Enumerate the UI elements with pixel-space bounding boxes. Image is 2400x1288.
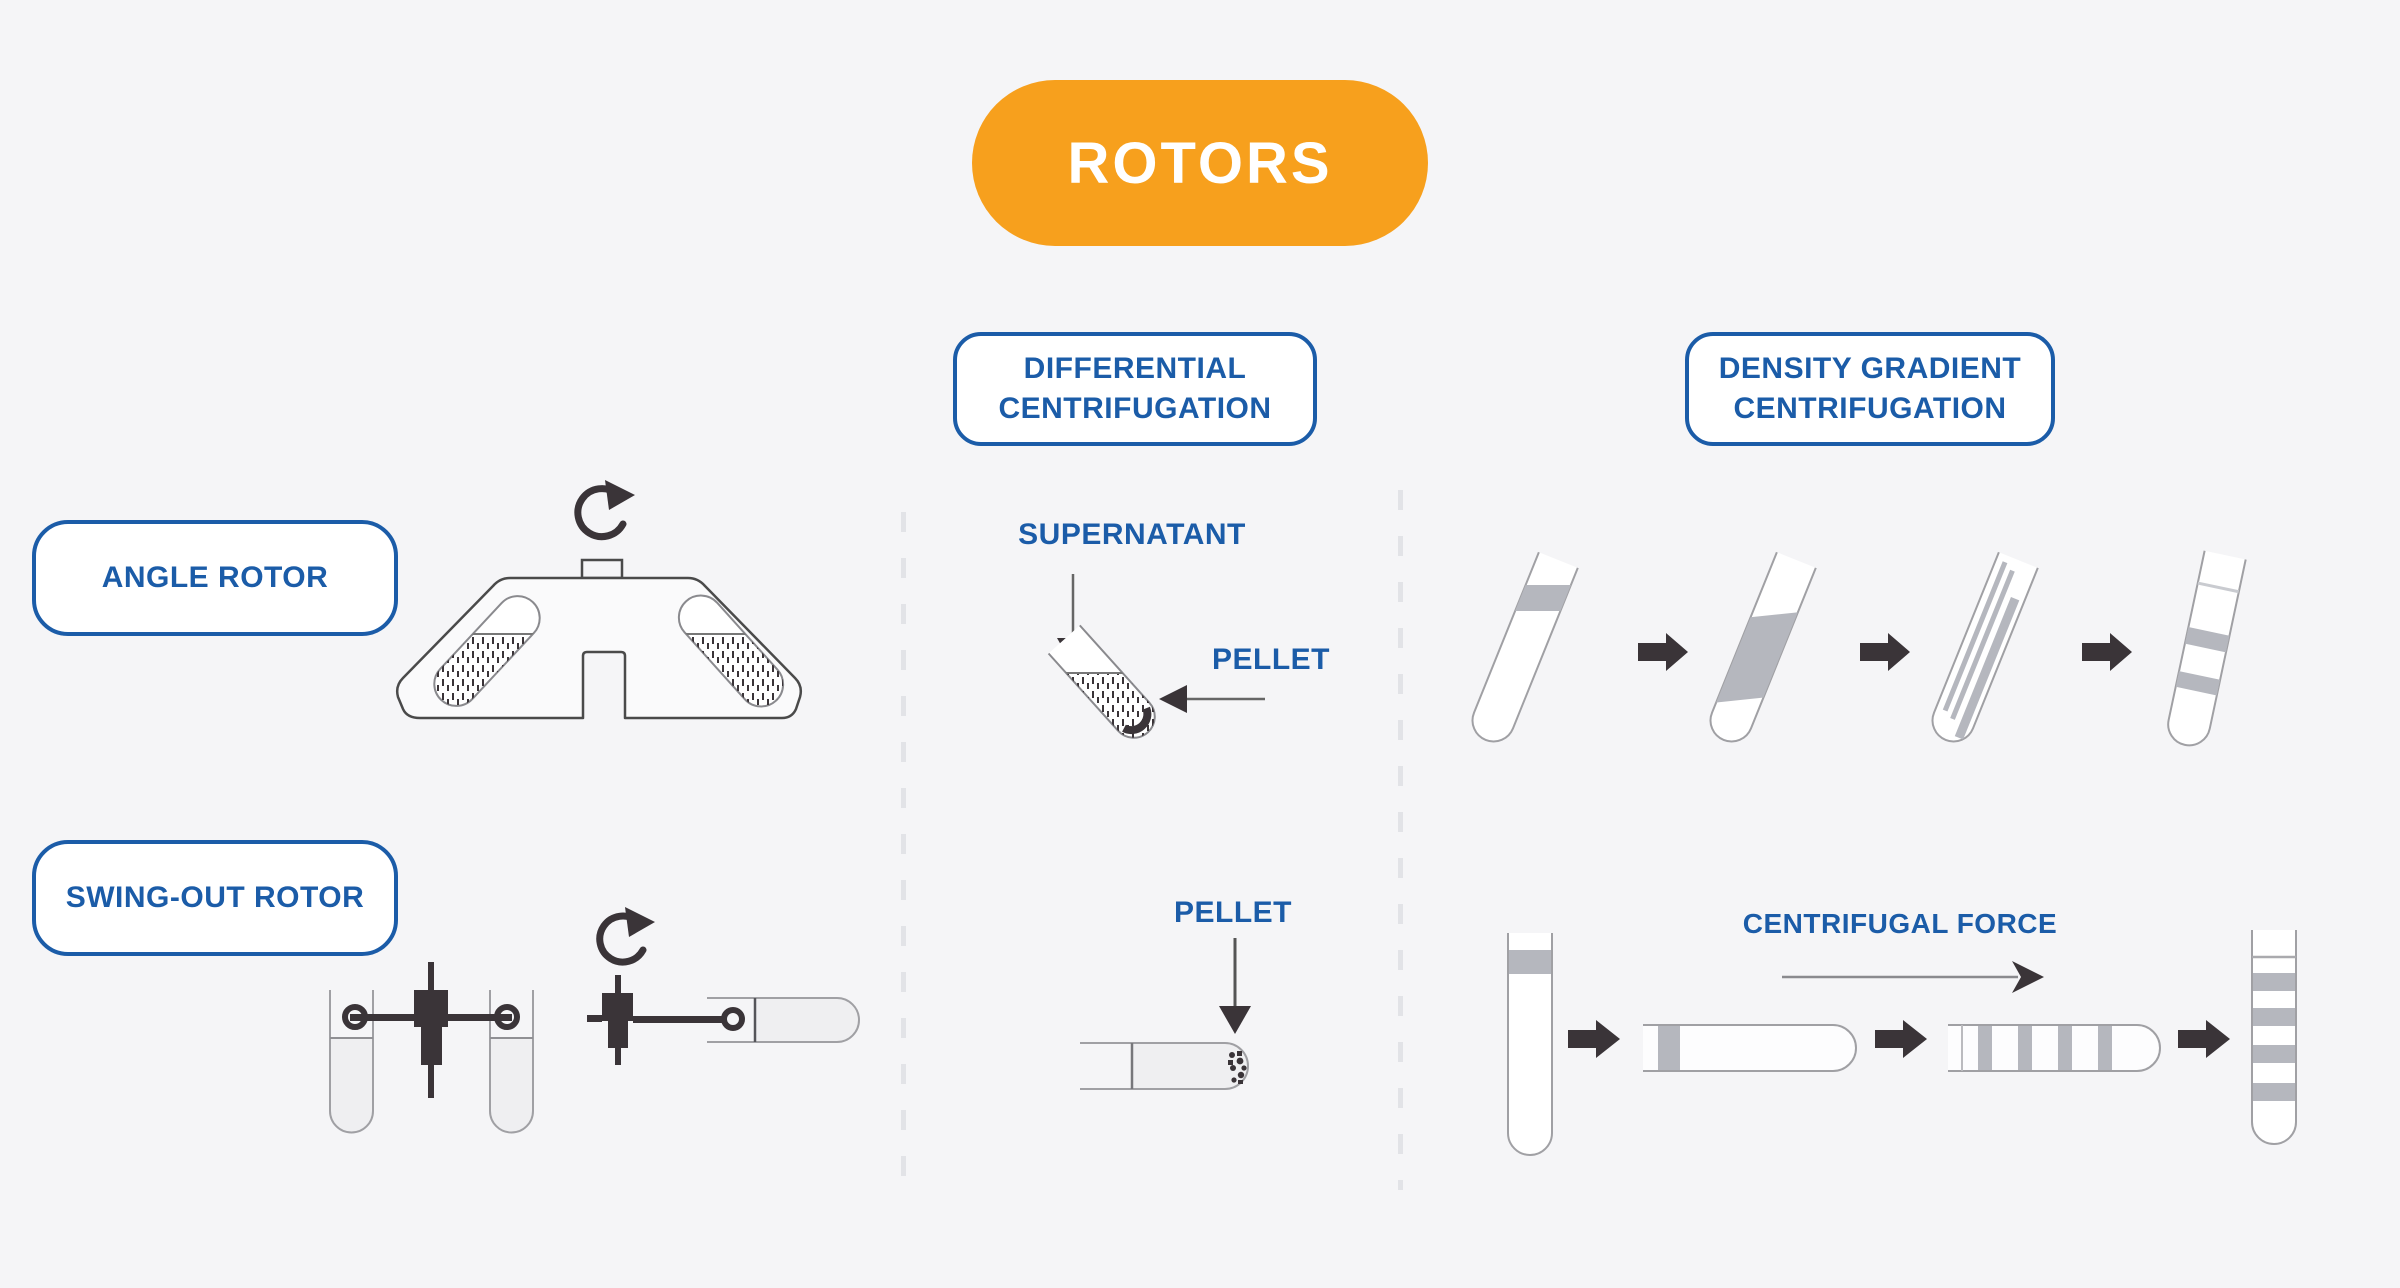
angle-rotor-label-text: ANGLE ROTOR xyxy=(101,561,329,595)
gradient-tube-step4 xyxy=(2167,550,2247,747)
pellet-label-top: PELLET xyxy=(1212,643,1331,676)
center-spindle xyxy=(414,962,448,1098)
swing-out-rotor-rest-illustration xyxy=(329,962,534,1134)
column-divider-right xyxy=(1398,490,1403,1190)
rotation-arrow-icon xyxy=(574,480,635,541)
angle-rotor-label: ANGLE ROTOR xyxy=(32,520,398,636)
rotor-knob xyxy=(580,558,624,580)
pellet-arrow-left xyxy=(1159,685,1265,713)
gradient-tube-step3 xyxy=(1931,551,2039,743)
density-gradient-centrifugation-header: DENSITY GRADIENT CENTRIFUGATION xyxy=(1685,332,2055,446)
rotation-arrow-icon xyxy=(596,907,655,966)
hook-ring-right xyxy=(494,1004,520,1030)
hook-ring-left xyxy=(342,1004,368,1030)
hanging-tube-left xyxy=(329,990,374,1134)
force-tube-start xyxy=(1507,933,1553,1156)
thin-arrow-icon xyxy=(1782,961,2044,993)
swing-out-rotor-label: SWING-OUT ROTOR xyxy=(32,840,398,956)
density-header-line2: CENTRIFUGATION xyxy=(1733,392,2007,425)
differential-header-line1: DIFFERENTIAL xyxy=(1023,352,1247,386)
arrow-right-icon xyxy=(2082,633,2132,671)
column-divider-left xyxy=(901,512,906,1184)
centrifugal-force-label: CENTRIFUGAL FORCE xyxy=(1742,908,2058,939)
pellet-label-bottom: PELLET xyxy=(1173,896,1292,929)
hanging-tube-right xyxy=(489,990,534,1134)
page-title: ROTORS xyxy=(1067,130,1333,196)
gradient-tube-step1 xyxy=(1466,551,1579,743)
force-tube-spinning-separated xyxy=(1948,1024,2161,1072)
arrow-right-icon xyxy=(1875,1020,1927,1058)
arrow-right-icon xyxy=(2178,1020,2230,1058)
gradient-tube-step2 xyxy=(1708,551,1817,743)
force-tube-spinning-start xyxy=(1643,1024,1857,1072)
differential-tilted-tube xyxy=(1047,624,1164,747)
force-tube-result xyxy=(2251,930,2297,1145)
density-header-line1: DENSITY GRADIENT xyxy=(1718,352,2022,386)
arrow-right-icon xyxy=(1860,633,1910,671)
arrow-right-icon xyxy=(1638,633,1688,671)
arrow-right-icon xyxy=(1568,1020,1620,1058)
swing-out-rotor-spinning-illustration xyxy=(587,907,860,1065)
swing-out-rotor-label-text: SWING-OUT ROTOR xyxy=(65,881,365,915)
density-gradient-step-sequence xyxy=(1466,550,2247,747)
differential-horizontal-tube xyxy=(1080,1042,1249,1090)
differential-centrifugation-header: DIFFERENTIAL CENTRIFUGATION xyxy=(953,332,1317,446)
center-spindle xyxy=(587,975,725,1065)
title-badge: ROTORS xyxy=(972,80,1428,246)
pellet-speckles xyxy=(1228,1051,1247,1084)
pellet-crescent xyxy=(1122,706,1152,735)
hook-ring xyxy=(721,1007,745,1031)
pellet-arrow-down xyxy=(1219,938,1251,1034)
density-gradient-force-sequence xyxy=(1507,930,2297,1156)
swung-tube-horizontal xyxy=(707,997,860,1043)
differential-header-line2: CENTRIFUGATION xyxy=(998,392,1272,425)
angle-rotor-illustration xyxy=(395,480,803,720)
supernatant-label: SUPERNATANT xyxy=(1018,518,1246,551)
